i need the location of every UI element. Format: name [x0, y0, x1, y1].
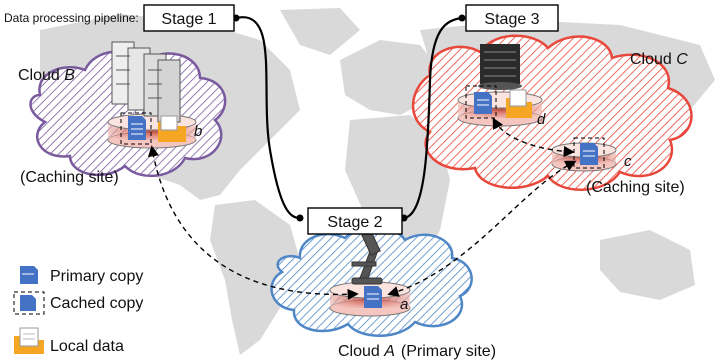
document-icon — [128, 116, 146, 140]
legend-local-label: Local data — [50, 338, 124, 355]
pipeline-connector-2-3 — [403, 16, 463, 220]
transfer-arrow-a-to-c — [387, 160, 577, 297]
document-icon — [364, 286, 382, 308]
pipeline-connector-1-2 — [235, 16, 301, 220]
stage-2-box: Stage 2 — [307, 207, 403, 235]
pipeline-node — [458, 14, 466, 22]
cloud-c-label: Cloud C — [630, 51, 688, 68]
folder-icon — [506, 89, 532, 118]
legend-primary-label: Primary copy — [50, 268, 143, 285]
legend: Primary copy Cached copy Local data — [13, 266, 143, 355]
cloud-a-label: Cloud A(Primary site) — [338, 343, 496, 360]
stage-1-label: Stage 1 — [161, 11, 216, 28]
greenland-shape — [280, 8, 360, 55]
cached-box-b — [120, 112, 152, 145]
stage-2-label: Stage 2 — [327, 214, 382, 231]
australia-shape — [600, 230, 695, 300]
site-b-letter: b — [194, 123, 202, 140]
site-a-letter: a — [400, 296, 408, 313]
cloud-c-role: (Caching site) — [586, 179, 685, 196]
transfer-arrow-d-to-c — [492, 117, 575, 158]
dark-server-icon — [478, 44, 522, 90]
stage-1-box: Stage 1 — [143, 4, 235, 32]
cached-box-d — [465, 85, 497, 119]
cloud-b-role: (Caching site) — [20, 169, 119, 186]
site-d-letter: d — [537, 111, 546, 128]
legend-cached-label: Cached copy — [50, 295, 143, 312]
document-icon — [580, 143, 598, 165]
legend-primary-icon — [20, 266, 38, 284]
folder-icon — [158, 115, 186, 142]
cloud-b-label: Cloud B — [18, 67, 75, 84]
legend-local-icon — [14, 327, 44, 354]
microscope-icon — [351, 230, 383, 285]
document-icon — [474, 92, 492, 114]
pipeline-label: Data processing pipeline: — [4, 11, 139, 25]
stage-3-box: Stage 3 — [465, 4, 559, 32]
pipeline-node — [296, 214, 304, 222]
transfer-arrow-a-to-b — [147, 145, 359, 301]
legend-cached-icon — [13, 291, 45, 315]
server-rack-icon — [111, 41, 181, 123]
stage-3-label: Stage 3 — [484, 11, 539, 28]
site-c-letter: c — [624, 153, 632, 170]
